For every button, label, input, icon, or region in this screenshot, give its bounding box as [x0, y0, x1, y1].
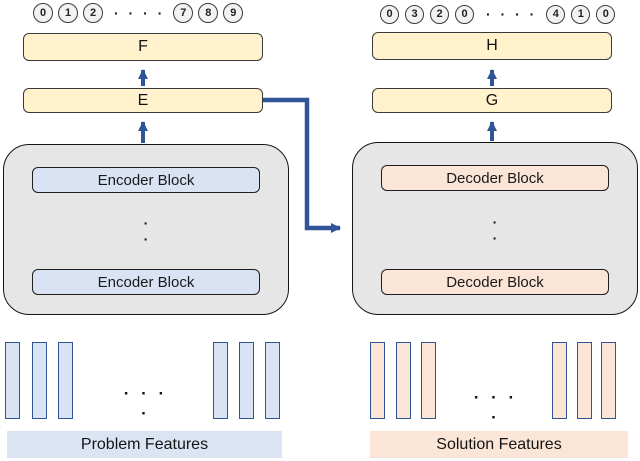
- problem-feature-bar: [32, 342, 47, 419]
- digit-circle: 1: [58, 3, 78, 23]
- problem-feature-bar: [213, 342, 228, 419]
- decoder-block-bottom: Decoder Block: [381, 269, 609, 295]
- decoder-output-sequence: 0 3 2 0 · · · · 4 1 0: [380, 4, 616, 24]
- digit-circle: 0: [380, 4, 399, 24]
- encoder-stack-container: Encoder Block · · Encoder Block: [3, 144, 289, 315]
- digit-circle: 0: [33, 3, 53, 23]
- digit-circle: 3: [405, 4, 424, 24]
- solution-bars-ellipsis: · · · ·: [473, 388, 515, 427]
- digit-circle: 1: [571, 4, 591, 24]
- solution-feature-bar: [370, 342, 385, 419]
- digit-circle: 8: [198, 3, 219, 23]
- decoder-stack-container: Decoder Block · · Decoder Block: [352, 142, 638, 315]
- solution-feature-bar: [421, 342, 436, 419]
- encoder-stack-ellipsis: · ·: [143, 215, 149, 247]
- box-e: E: [23, 88, 263, 113]
- box-f: F: [23, 33, 263, 61]
- problem-feature-bar: [239, 342, 254, 419]
- solution-features-label: Solution Features: [370, 431, 628, 458]
- box-h: H: [372, 32, 612, 60]
- problem-feature-bar: [58, 342, 73, 419]
- box-g: G: [372, 88, 612, 113]
- digit-circle: 0: [455, 4, 474, 24]
- digit-circle: 2: [430, 4, 449, 24]
- solution-feature-bar: [552, 342, 567, 419]
- sequence-ellipsis: · · · ·: [486, 6, 535, 22]
- digit-circle: 0: [596, 4, 616, 24]
- encoder-output-sequence: 0 1 2 · · · · 7 8 9: [33, 3, 244, 23]
- encoder-block-bottom: Encoder Block: [32, 269, 260, 295]
- solution-feature-bar: [577, 342, 592, 419]
- digit-circle: 2: [83, 3, 103, 23]
- decoder-block-top: Decoder Block: [381, 165, 609, 191]
- sequence-ellipsis: · · · ·: [114, 5, 163, 21]
- digit-circle: 4: [546, 4, 566, 24]
- encoder-block-top: Encoder Block: [32, 167, 260, 193]
- digit-circle: 9: [223, 3, 244, 23]
- solution-feature-bar: [396, 342, 411, 419]
- problem-feature-bar: [265, 342, 280, 419]
- problem-feature-bar: [5, 342, 20, 419]
- problem-bars-ellipsis: · · · ·: [123, 384, 165, 423]
- solution-feature-bar: [601, 342, 616, 419]
- problem-features-label: Problem Features: [7, 431, 282, 458]
- digit-circle: 7: [173, 3, 194, 23]
- decoder-stack-ellipsis: · ·: [492, 214, 498, 246]
